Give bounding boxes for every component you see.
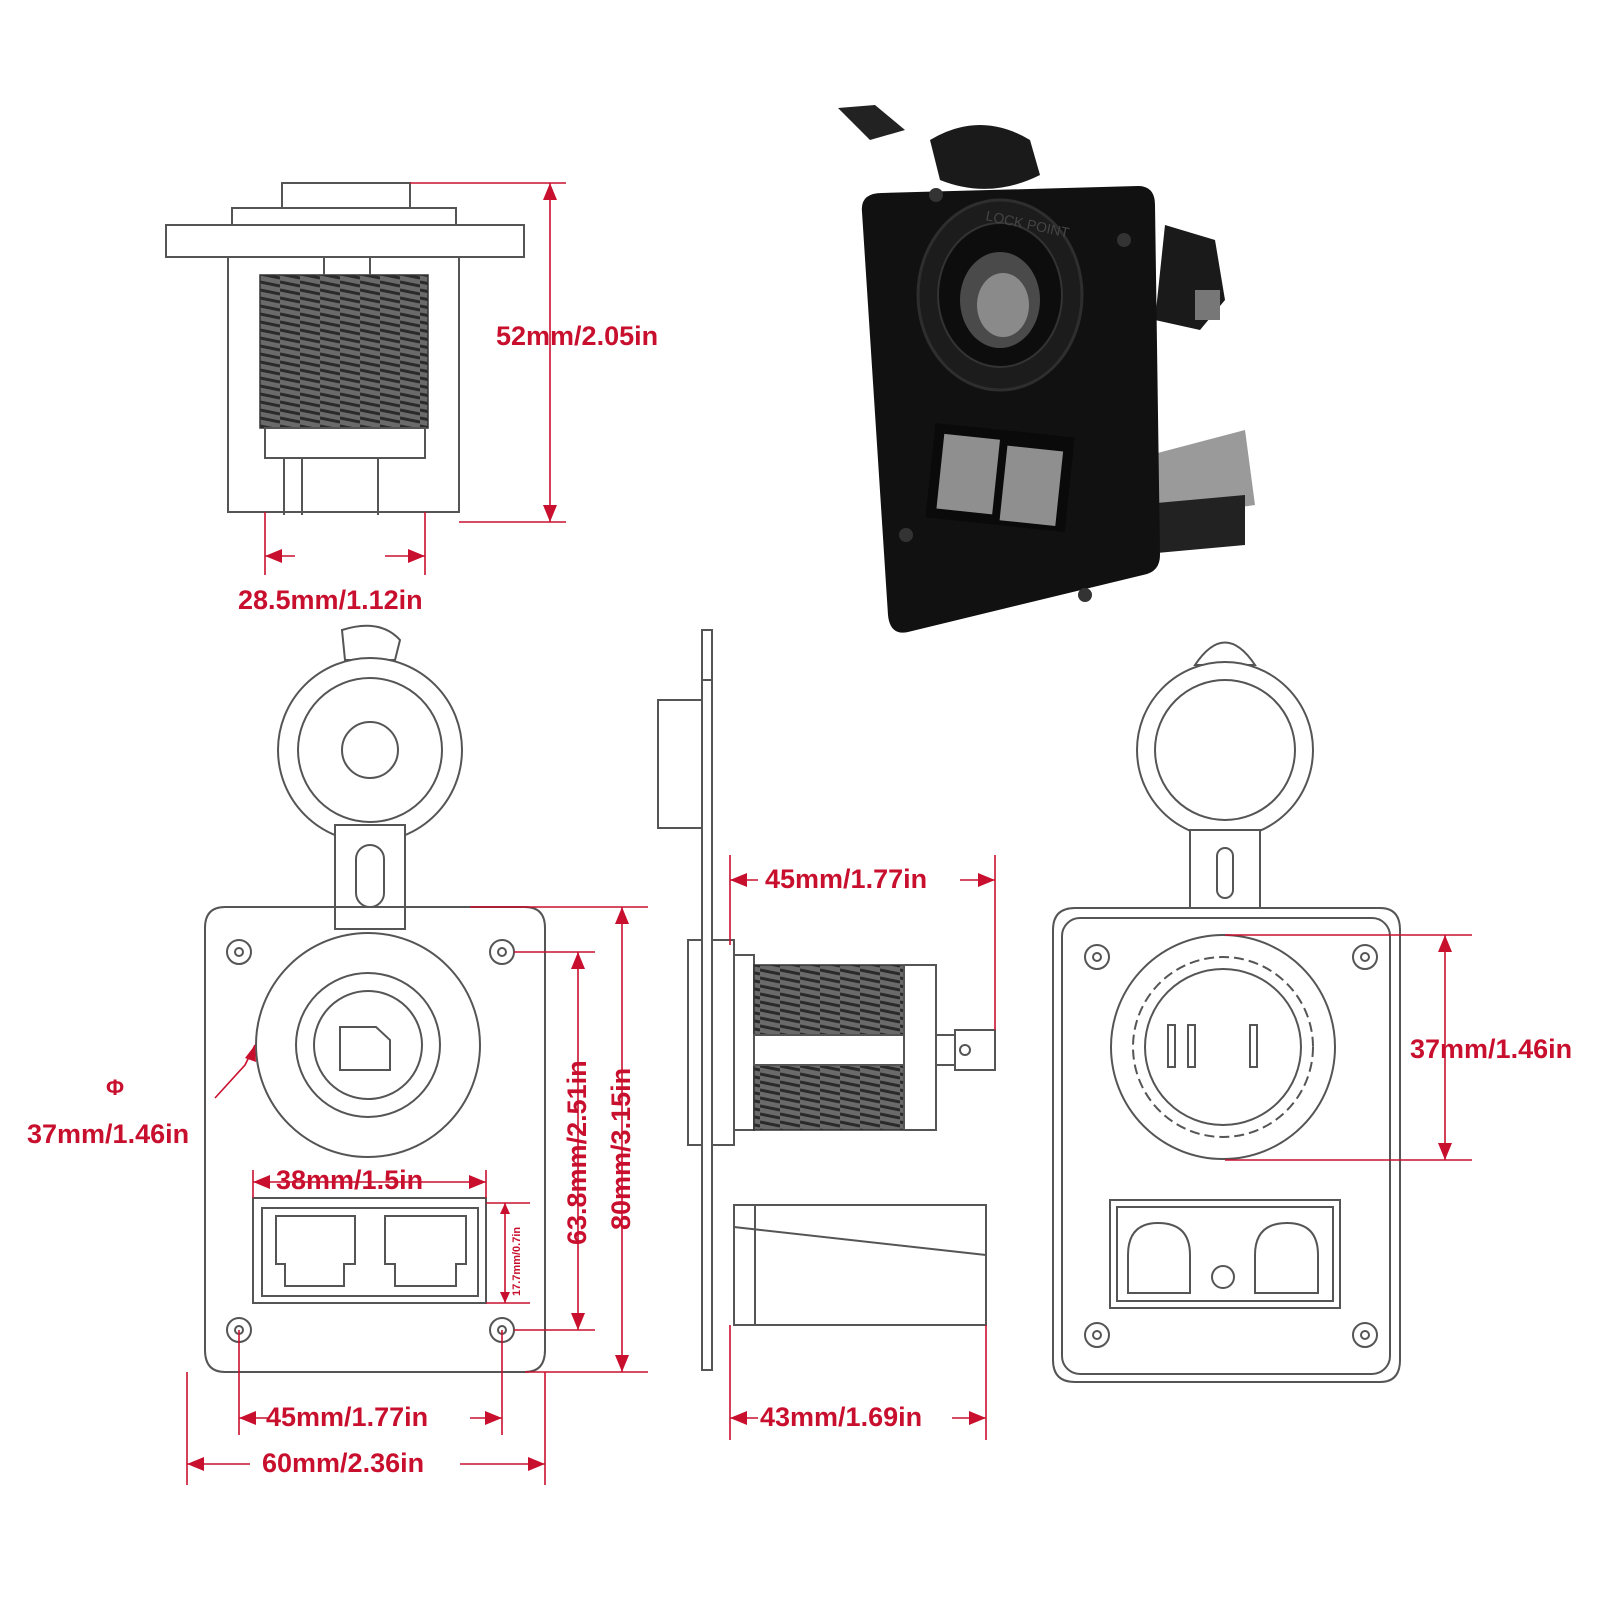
dim-label-connector-width: 38mm/1.5in: [276, 1165, 424, 1195]
dim-label-height: 52mm/2.05in: [496, 321, 659, 351]
dim-thread-28: [264, 512, 426, 575]
rear-view-dims: [1225, 934, 1472, 1161]
dim-label-connector-depth: 43mm/1.69in: [760, 1402, 923, 1432]
socket-panel-photo: LOCK POINT: [838, 105, 1255, 633]
dim-label-hole-spacing-vertical: 63.8mm/2.51in: [562, 1060, 592, 1245]
front-view-dims: [186, 906, 648, 1485]
rear-view: [1052, 641, 1401, 1383]
dim-label-socket-opening: 37mm/1.46in: [1410, 1034, 1573, 1064]
dim-height-52: [410, 182, 566, 523]
side-profile: [657, 629, 996, 1371]
dim-label-plate-width: 60mm/2.36in: [262, 1448, 425, 1478]
side-view-top: [165, 182, 525, 515]
diameter-symbol: Φ: [106, 1075, 125, 1100]
dim-label-thread-length: 45mm/1.77in: [765, 864, 928, 894]
dim-label-thread-width: 28.5mm/1.12in: [238, 585, 423, 615]
dim-label-connector-height: 17.7mm/0.7in: [511, 1226, 523, 1296]
front-view: [204, 624, 546, 1373]
dim-label-hole-spacing-horizontal: 45mm/1.77in: [266, 1402, 429, 1432]
dim-label-cap-diameter: 37mm/1.46in: [27, 1119, 190, 1149]
side-profile-dims: [729, 855, 996, 1440]
dim-label-plate-height: 80mm/3.15in: [606, 1067, 636, 1230]
